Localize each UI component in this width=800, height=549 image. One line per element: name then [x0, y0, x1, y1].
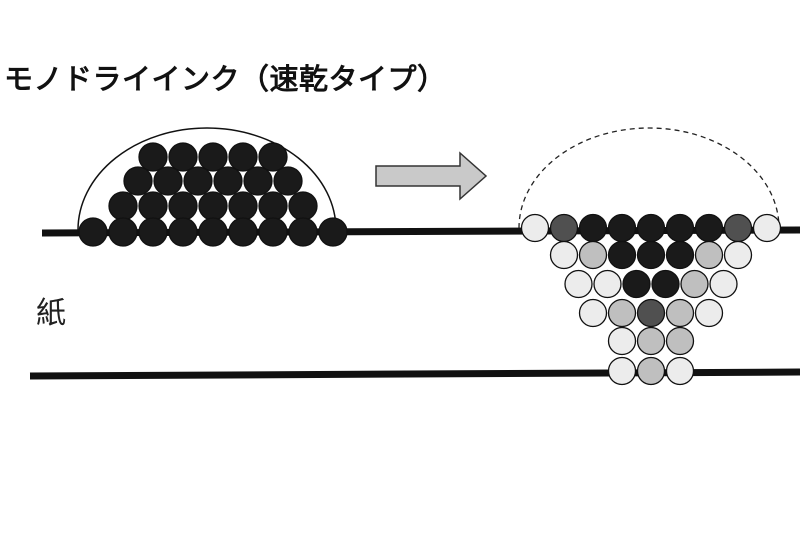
ink-particle — [258, 142, 288, 172]
absorbed-ink-particle — [665, 326, 695, 356]
ink-particle — [198, 217, 228, 247]
ink-particle — [228, 217, 258, 247]
absorbed-ink-particle — [607, 298, 637, 328]
ink-particle — [228, 191, 258, 221]
absorbed-ink-particle — [520, 213, 550, 243]
absorbed-ink-particle — [578, 213, 608, 243]
evaporated-droplet-outline — [518, 127, 780, 229]
ink-particle — [168, 191, 198, 221]
ink-particle — [123, 166, 153, 196]
absorbed-ink-particle — [680, 269, 709, 299]
absorbed-ink-particle — [636, 298, 666, 328]
absorbed-ink-particle — [651, 269, 680, 299]
absorbed-ink-particle — [665, 356, 695, 386]
absorbed-ink-particle — [607, 213, 637, 243]
ink-particle — [213, 166, 243, 196]
ink-particle — [168, 217, 198, 247]
ink-particle — [138, 142, 168, 172]
absorbed-ink-particle — [665, 240, 695, 270]
ink-particle — [258, 191, 288, 221]
absorbed-ink-particle — [578, 298, 608, 328]
absorbed-ink-particle — [607, 356, 637, 386]
ink-particle — [288, 217, 318, 247]
absorbed-ink-particle — [607, 326, 637, 356]
paper-label: 紙 — [36, 296, 66, 331]
absorbed-ink-particle — [694, 298, 724, 328]
ink-particle — [138, 191, 168, 221]
ink-particle — [198, 191, 228, 221]
absorbed-ink-particle — [578, 240, 608, 270]
absorbed-ink-particle — [636, 240, 666, 270]
absorbed-ink-particle — [549, 240, 579, 270]
ink-particle — [168, 142, 198, 172]
absorbed-ink-particle — [636, 356, 666, 386]
ink-particle — [288, 191, 318, 221]
ink-particle — [108, 217, 138, 247]
absorbed-ink-particle — [636, 213, 666, 243]
ink-particle — [318, 217, 348, 247]
ink-particle — [153, 166, 183, 196]
ink-particle — [183, 166, 213, 196]
absorbed-ink-particle — [723, 240, 753, 270]
diagram-title: モノドライインク（速乾タイプ） — [4, 62, 447, 96]
absorbed-ink-particle — [723, 213, 753, 243]
right-ink-particles — [520, 213, 782, 386]
absorbed-ink-particle — [607, 240, 637, 270]
ink-particle — [258, 217, 288, 247]
absorbed-ink-particle — [622, 269, 651, 299]
ink-particle — [78, 217, 108, 247]
absorbed-ink-particle — [593, 269, 622, 299]
absorbed-ink-particle — [752, 213, 782, 243]
absorbed-ink-particle — [665, 298, 695, 328]
absorbed-ink-particle — [665, 213, 695, 243]
process-arrow-icon — [375, 151, 488, 201]
absorbed-ink-particle — [636, 326, 666, 356]
absorbed-ink-particle — [694, 213, 724, 243]
ink-droplet-outline — [77, 127, 337, 231]
ink-particle — [198, 142, 228, 172]
absorbed-ink-particle — [564, 269, 593, 299]
absorbed-ink-particle — [709, 269, 738, 299]
absorbed-ink-particle — [694, 240, 724, 270]
ink-particle — [228, 142, 258, 172]
left-ink-particles — [78, 142, 348, 247]
ink-particle — [273, 166, 303, 196]
ink-particle — [138, 217, 168, 247]
ink-particle — [243, 166, 273, 196]
absorbed-ink-particle — [549, 213, 579, 243]
ink-particle — [108, 191, 138, 221]
